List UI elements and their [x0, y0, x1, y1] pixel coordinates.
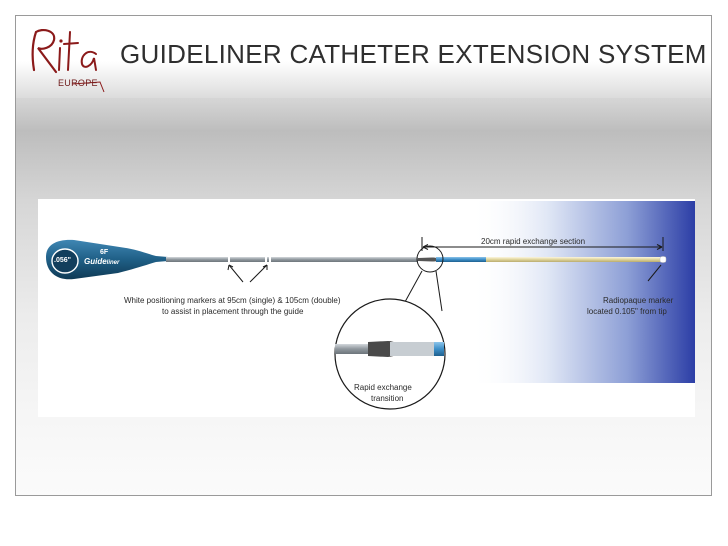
hub-brand-label: Guideliner: [84, 257, 119, 268]
section-arrowhead-right: [656, 244, 663, 250]
rita-europe-logo: EUROPE: [22, 18, 106, 98]
hub-french-label: 6F: [100, 249, 109, 256]
marker-arrowhead-left: [227, 264, 234, 271]
marker-arrow-right: [249, 264, 268, 283]
transition-pill-small: [418, 257, 439, 262]
blue-segment: [436, 257, 486, 262]
hub-size-label: .056": [54, 257, 71, 264]
hub-paddle: [46, 239, 168, 280]
transition-label-line-2: transition: [371, 394, 404, 403]
page-title: GUIDELINER CATHETER EXTENSION SYSTEM: [120, 39, 707, 69]
magnified-shaft: [335, 344, 385, 354]
slide-header: EUROPE GUIDELINER CATHETER EXTENSION SYS…: [16, 16, 711, 98]
markers-label-line-1: White positioning markers at 95cm (singl…: [124, 296, 341, 305]
magnified-tube: [390, 342, 436, 356]
catheter-diagram-svg: [46, 201, 695, 410]
marker-double-1: [265, 257, 267, 262]
hub-brand-part-2: liner: [106, 260, 120, 266]
marker-double-2: [269, 257, 271, 262]
marker-single: [228, 257, 230, 262]
section-arrowhead-left: [422, 244, 429, 250]
radiopaque-marker: [659, 256, 667, 263]
section-label: 20cm rapid exchange section: [481, 237, 586, 246]
radiopaque-label-line-2: located 0.105" from tip: [587, 307, 667, 316]
radiopaque-pointer: [647, 264, 662, 282]
marker-arrowhead-right: [262, 264, 268, 270]
zoom-connector-right: [435, 270, 443, 312]
catheter-shaft: [166, 257, 418, 262]
transition-highlight-circle: [416, 245, 444, 273]
markers-label-line-2: to assist in placement through the guide: [162, 307, 304, 316]
tip-segment: [486, 257, 666, 262]
radiopaque-label-line-1: Radiopaque marker: [603, 296, 674, 305]
hub-brand-part-1: Guide: [84, 257, 107, 266]
transition-label-line-1: Rapid exchange: [354, 383, 412, 392]
magnified-blue-segment: [434, 342, 444, 356]
accent-gradient-panel: [470, 201, 695, 383]
hub-size-badge: [51, 248, 79, 274]
slide: EUROPE GUIDELINER CATHETER EXTENSION SYS…: [15, 15, 712, 496]
catheter-diagram: .056" 6F Guideliner 20cm rapid exchange …: [38, 199, 695, 417]
logo-subtitle: EUROPE: [58, 78, 98, 88]
marker-arrow-left: [228, 264, 244, 283]
